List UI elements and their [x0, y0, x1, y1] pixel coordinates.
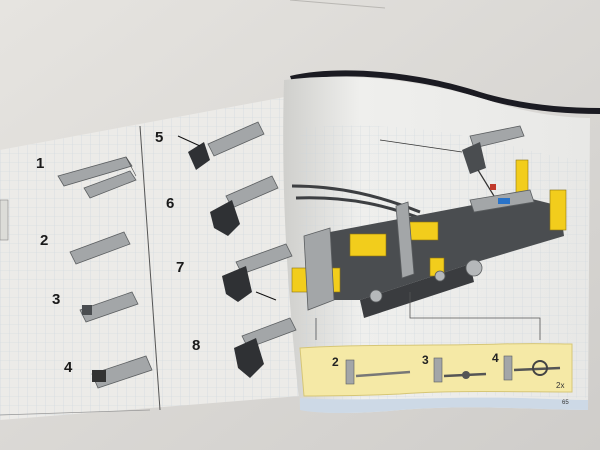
step-number-8: 8 — [192, 337, 201, 354]
page-footer-band — [300, 397, 588, 413]
page-number: 65 — [562, 400, 569, 406]
callout-part-3 — [433, 357, 487, 383]
left-page-edge-tab — [0, 199, 9, 241]
callout-part-2 — [345, 359, 411, 385]
callout-pointer — [409, 292, 541, 340]
step-number-5: 5 — [155, 129, 164, 146]
sub-step-number-4: 4 — [492, 351, 499, 365]
beam-step-2 — [69, 231, 131, 265]
step-number-2: 2 — [40, 232, 49, 249]
assembly-step-6 — [210, 175, 279, 236]
beam-step-4 — [91, 355, 153, 389]
step-number-1: 1 — [36, 155, 45, 172]
beam-step-1 — [57, 156, 137, 199]
step-number-7: 7 — [176, 259, 185, 276]
multiplier-label: 2x — [556, 381, 565, 390]
sub-step-number-2: 2 — [332, 355, 339, 369]
table-edge-line — [289, 0, 386, 9]
booklet-cover-edge — [290, 70, 600, 114]
step-number-3: 3 — [52, 291, 61, 308]
assembly-step-8 — [234, 317, 297, 378]
sub-step-number-3: 3 — [422, 353, 429, 367]
step-divider — [139, 125, 161, 411]
model-main-assembly — [291, 125, 567, 318]
beam-step-3 — [79, 291, 139, 323]
step-divider-bottom — [0, 409, 151, 416]
assembly-step-7 — [222, 243, 293, 302]
callout-part-4 — [503, 355, 561, 381]
step-number-6: 6 — [166, 195, 175, 212]
step-number-4: 4 — [64, 359, 73, 376]
assembly-step-5 — [177, 121, 265, 170]
